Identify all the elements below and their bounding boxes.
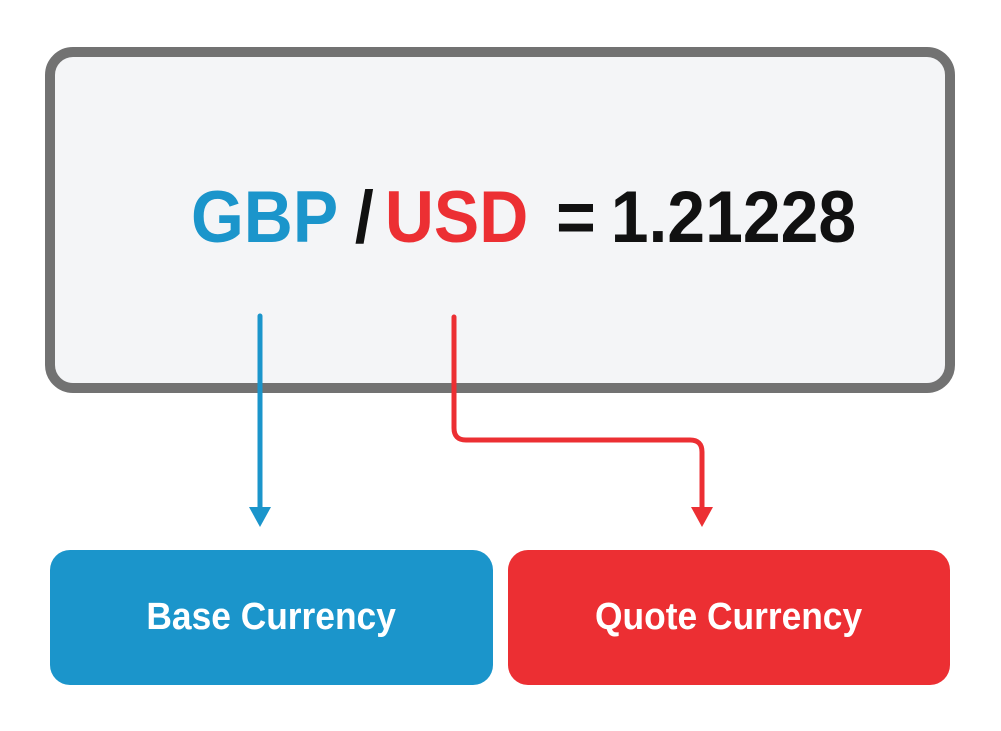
- quote-currency-text: Quote Currency: [595, 596, 863, 638]
- currency-pair-equation: GBP/USD =1.21228: [191, 178, 856, 258]
- quote-currency-label: Quote Currency: [508, 550, 950, 685]
- equals-sign: =: [556, 177, 596, 258]
- quote-arrow-icon: [451, 314, 713, 527]
- base-currency-code: GBP: [191, 177, 339, 258]
- quote-currency-code: USD: [384, 177, 529, 258]
- base-arrow-icon: [249, 313, 271, 527]
- base-currency-label: Base Currency: [50, 550, 493, 685]
- exchange-rate-box: [45, 47, 955, 393]
- exchange-rate-value: 1.21228: [610, 177, 857, 258]
- base-currency-text: Base Currency: [146, 596, 397, 638]
- pair-separator: /: [354, 177, 374, 258]
